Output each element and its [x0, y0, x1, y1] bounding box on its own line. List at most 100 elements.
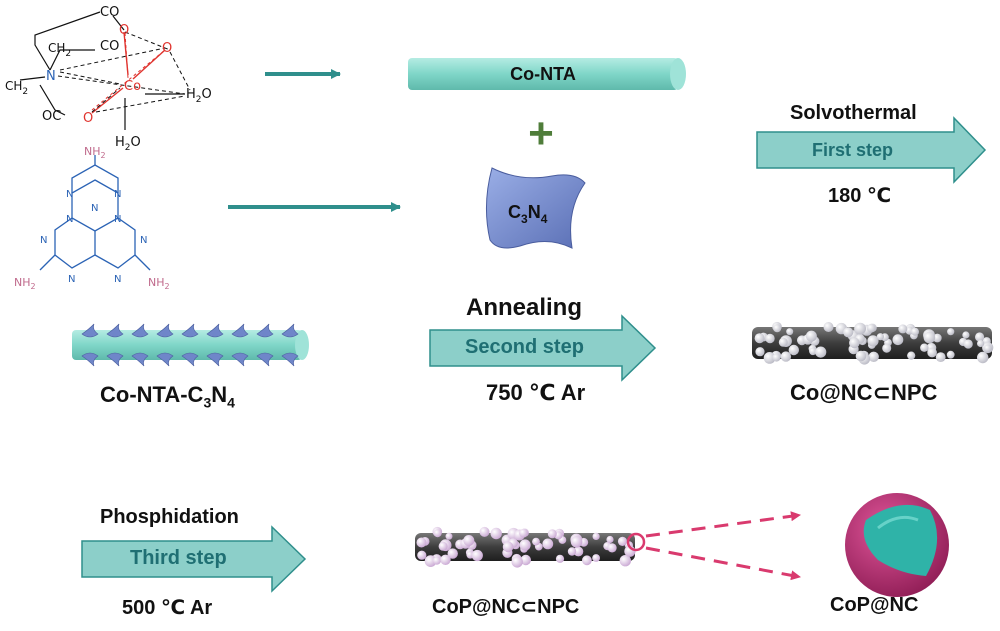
c3n4-flake: [106, 323, 124, 338]
c3n4-sheet: C3N4: [485, 167, 586, 249]
step2-method: Annealing: [466, 294, 583, 321]
nta-co-center: Co: [124, 79, 141, 94]
nanoparticle: [843, 327, 854, 338]
nanoparticle: [786, 328, 794, 336]
c3n4-flake: [156, 352, 174, 367]
nanoparticle: [935, 352, 946, 362]
nanoparticle: [907, 351, 916, 360]
nanoparticle: [962, 331, 970, 339]
c3n4-flake: [81, 323, 99, 338]
nanoparticle: [547, 529, 557, 539]
step1-condition: 180 ℃: [828, 185, 892, 207]
nanoparticle: [619, 555, 631, 567]
nanoparticle: [772, 353, 781, 362]
nta-h2o-right: H2O: [186, 87, 212, 105]
final-label: CoP@NC⊂NPC: [432, 596, 580, 618]
nanoparticle: [788, 344, 799, 356]
co-nta-rod: Co-NTA: [408, 58, 686, 90]
nanoparticle: [868, 351, 879, 362]
nanoparticle: [898, 324, 908, 334]
nta-ch2-left: CH2: [5, 79, 28, 97]
nanoparticle: [592, 554, 600, 562]
annealed-label: Co@NC⊂NPC: [790, 380, 938, 405]
nanoparticle: [773, 324, 782, 333]
nanoparticle: [417, 550, 427, 560]
zoom-arrow-lower: [645, 546, 801, 581]
nanoparticle: [432, 556, 441, 565]
melamine-n-1: N: [66, 189, 73, 200]
melamine-n-6: N: [114, 214, 121, 225]
nanoparticle: [555, 554, 565, 563]
nanoparticle: [606, 535, 614, 544]
nanoparticle: [502, 541, 514, 553]
nanoparticle: [911, 327, 919, 336]
nanoparticle: [447, 548, 458, 559]
nanoparticle: [424, 555, 437, 567]
nanoparticle: [519, 539, 531, 551]
c3n4-flake: [206, 352, 224, 367]
nanoparticle: [809, 347, 817, 356]
intermediate-label: Co-NTA-C3N4: [100, 382, 235, 411]
nanoparticle: [975, 332, 985, 342]
nta-co-top: CO: [100, 5, 119, 20]
nanoparticle: [582, 555, 592, 566]
nanoparticle: [592, 532, 600, 541]
nanoparticle: [765, 333, 775, 344]
nanoparticle: [932, 333, 942, 343]
melamine-n-9: N: [114, 274, 121, 285]
nta-n: N: [46, 69, 56, 84]
nanoparticle: [867, 335, 879, 347]
step2-step: Second step: [465, 336, 584, 358]
c3n4-flake: [206, 323, 224, 338]
nanoparticle: [433, 529, 442, 538]
nanoparticle: [463, 535, 475, 546]
nanoparticle: [855, 350, 867, 362]
nanoparticle: [567, 547, 577, 556]
nanoparticle: [977, 351, 989, 364]
nta-co-mid: CO: [100, 39, 119, 54]
nanoparticle: [920, 343, 929, 352]
c3n4-flake: [181, 323, 199, 338]
nanoparticle: [876, 333, 885, 341]
melamine-molecule: NH2 NH2 NH2 N N N N N N N N N: [14, 145, 170, 291]
c3n4-flake: [256, 352, 274, 367]
nanoparticle: [570, 536, 583, 548]
nanoparticle: [882, 343, 892, 353]
step-arrow-3: [81, 525, 307, 593]
nanoparticle: [755, 347, 765, 357]
nanoparticle: [607, 543, 617, 553]
nanoparticle: [617, 536, 628, 547]
nanoparticle: [520, 554, 531, 566]
c3n4-flake: [131, 323, 149, 338]
nta-h2o-bottom: H2O: [115, 135, 141, 153]
c3n4-flake: [81, 352, 99, 367]
step-arrow-1: [756, 116, 987, 184]
cop-nc-npc-rod: [415, 526, 636, 568]
zoom-circle: [626, 532, 646, 552]
core-shell-particle: [845, 493, 949, 597]
c3n4-flake: [231, 323, 249, 338]
nanoparticle: [849, 337, 860, 349]
nanoparticle: [778, 337, 788, 347]
nanoparticle: [763, 352, 776, 364]
nta-oc: OC: [42, 109, 61, 124]
nanoparticle: [440, 554, 451, 565]
melamine-n-8: N: [68, 274, 75, 285]
plus-sign: +: [528, 109, 554, 158]
nta-o-bottom: O: [83, 111, 93, 126]
nanoparticle: [511, 556, 523, 568]
nanoparticle: [815, 346, 827, 358]
nta-o-mid: O: [162, 41, 172, 56]
melamine-n-3: N: [91, 203, 98, 214]
c3n4-flake: [181, 352, 199, 367]
step1-step: First step: [812, 140, 894, 160]
nanoparticle: [963, 339, 973, 349]
step-arrow-2: [429, 314, 657, 382]
nanoparticle: [471, 549, 483, 562]
c3n4-flake: [256, 323, 274, 338]
nanoparticle: [519, 528, 528, 538]
melamine-n-4: N: [40, 235, 47, 246]
nanoparticle: [445, 532, 453, 540]
nanoparticle: [947, 328, 955, 336]
